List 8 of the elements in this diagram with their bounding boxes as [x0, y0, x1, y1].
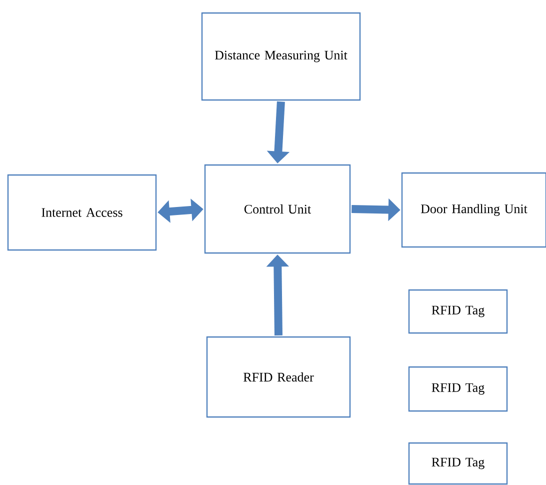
unit-box: RFID Tag: [408, 442, 508, 485]
unit-box: Door Handling Unit: [401, 172, 546, 248]
unit-box: Distance Measuring Unit: [201, 12, 361, 101]
unit-box: Internet Access: [7, 174, 157, 251]
unit-box: RFID Tag: [408, 366, 508, 412]
unit-box: Control Unit: [204, 164, 351, 254]
unit-box: RFID Reader: [206, 336, 351, 418]
unit-box: RFID Tag: [408, 289, 508, 334]
